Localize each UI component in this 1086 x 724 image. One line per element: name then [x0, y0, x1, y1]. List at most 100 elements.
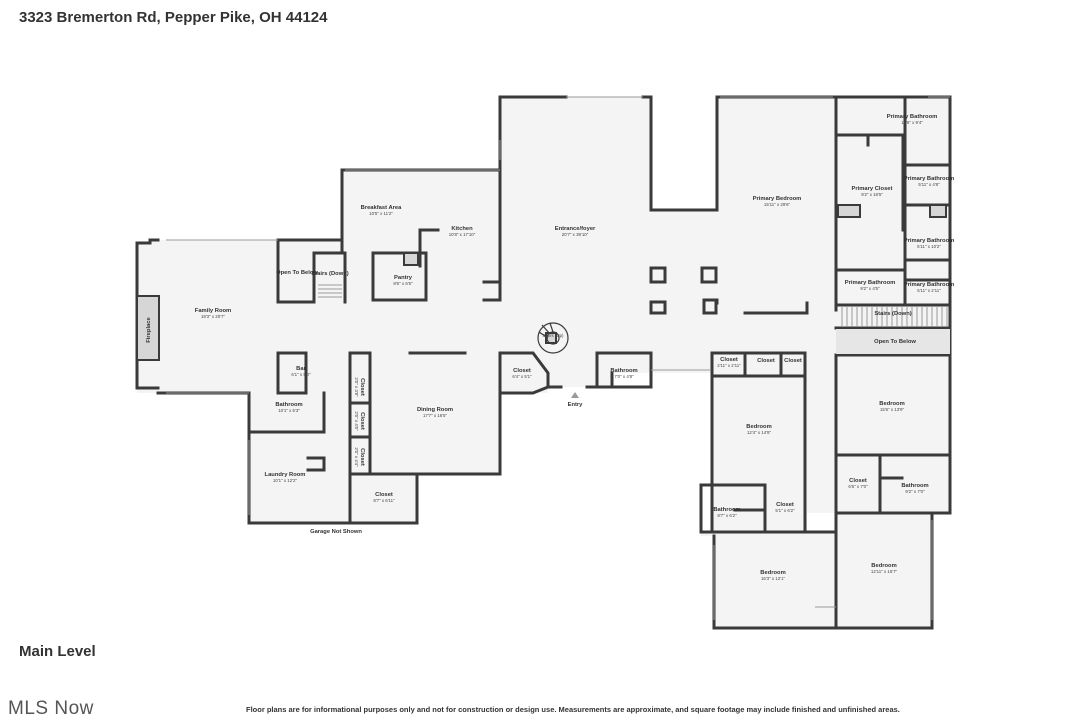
room-name: Laundry Room	[265, 472, 306, 478]
room-dimensions: 6'1" x 5'0"	[291, 372, 311, 377]
room-dimensions: 10'1" x 5'3"	[278, 408, 300, 413]
room-dimensions: 5'11" x 4'8"	[918, 182, 940, 187]
room-name: Closet	[359, 448, 365, 466]
room-dimensions: 8'7" x 6'11"	[373, 498, 395, 503]
room-name: Closet	[784, 358, 802, 364]
room-open-to-below-right: Open To Below	[874, 339, 916, 345]
room-dimensions: 10'1" x 12'2"	[273, 478, 298, 483]
room-dimensions: 9'2" x 18'5"	[861, 192, 883, 197]
room-closet-b: Closet	[757, 358, 775, 364]
room-name: Family Room	[195, 308, 231, 314]
room-name: Closet	[359, 412, 365, 430]
fireplace-block	[136, 295, 160, 361]
room-dimensions: 5'11" x 2'11"	[917, 288, 941, 293]
room-dimensions: 2'0" x 3'8"	[354, 377, 359, 397]
room-name: Bathroom	[713, 507, 740, 513]
room-dimensions: 12'11" x 15'7"	[871, 569, 898, 574]
room-dimensions: 2'0" x 4'4"	[354, 447, 359, 467]
room-name: Bathroom	[901, 483, 928, 489]
room-name: Closet	[757, 358, 775, 364]
room-name: Primary Closet	[852, 186, 893, 192]
open-to-below-shade	[836, 329, 950, 354]
room-stairs-down-right: Stairs (Down)	[874, 311, 911, 317]
room-open-to-below-left: Open To Below	[276, 270, 318, 276]
room-dimensions: 8'6" x 6'5"	[393, 281, 413, 286]
room-dimensions: 2'11" x 2'11"	[717, 363, 741, 368]
room-dimensions: 19'3" x 20'7"	[201, 314, 226, 319]
room-dimensions: 7'0" x 4'8"	[614, 374, 634, 379]
room-dimensions: 12'4" x 14'9"	[747, 430, 772, 435]
room-closet-c: Closet	[784, 358, 802, 364]
room-stairs-down-left: Stairs (Down)	[311, 271, 348, 277]
room-name: Closet	[849, 478, 867, 484]
room-name: Bedroom	[871, 563, 896, 569]
room-dimensions: 17'7" x 16'5"	[423, 413, 448, 418]
room-dimensions: 15'6" x 13'9"	[880, 407, 905, 412]
room-name: Bar	[296, 366, 306, 372]
page-title: 3323 Bremerton Rd, Pepper Pike, OH 44124	[19, 9, 328, 26]
room-name: Closet	[359, 378, 365, 396]
room-name: Primary Bathroom	[904, 282, 955, 288]
room-name: Closet	[720, 357, 738, 363]
room-name: Stairs (Down)	[874, 311, 911, 317]
room-dimensions: 6'4" x 5'1"	[512, 374, 532, 379]
room-name: Stairs (Down)	[311, 271, 348, 277]
stairs-left	[318, 284, 342, 298]
fixtures	[136, 204, 947, 361]
room-name: Primary Bathroom	[845, 280, 896, 286]
room-name: Primary Bathroom	[904, 238, 955, 244]
room-dimensions: 5'11" x 10'2"	[917, 244, 941, 249]
room-name: Bedroom	[760, 570, 785, 576]
disclaimer: Floor plans are for informational purpos…	[246, 705, 900, 714]
room-dimensions: 15'6" x 9'4"	[901, 120, 923, 125]
room-name: Closet	[375, 492, 393, 498]
room-dimensions: 15'11" x 29'6"	[764, 202, 791, 207]
room-dimensions: 6'5" x 7'0"	[848, 484, 868, 489]
spiral-stairs-label: Stairs (Up)	[543, 333, 565, 338]
room-dimensions: 20'7" x 39'10"	[562, 232, 589, 237]
room-name: Kitchen	[451, 226, 473, 232]
room-name: Bathroom	[610, 368, 637, 374]
room-dimensions: 8'7" x 6'2"	[717, 513, 737, 518]
brand-logo: MLS Now	[8, 698, 94, 719]
room-dimensions: 9'2" x 7'0"	[905, 489, 925, 494]
room-name: Closet	[513, 368, 531, 374]
level-label: Main Level	[19, 643, 96, 660]
room-dimensions: 10'5" x 11'2"	[369, 211, 393, 216]
room-dimensions: 10'8" x 17'10"	[449, 232, 476, 237]
room-dimensions: 9'2" x 4'5"	[860, 286, 880, 291]
stairs-right	[841, 307, 948, 326]
room-name: Bedroom	[879, 401, 904, 407]
room-name: Primary Bathroom	[904, 176, 955, 182]
room-dimensions: 2'0" x 4'0"	[354, 411, 359, 431]
room-name: Closet	[776, 502, 794, 508]
